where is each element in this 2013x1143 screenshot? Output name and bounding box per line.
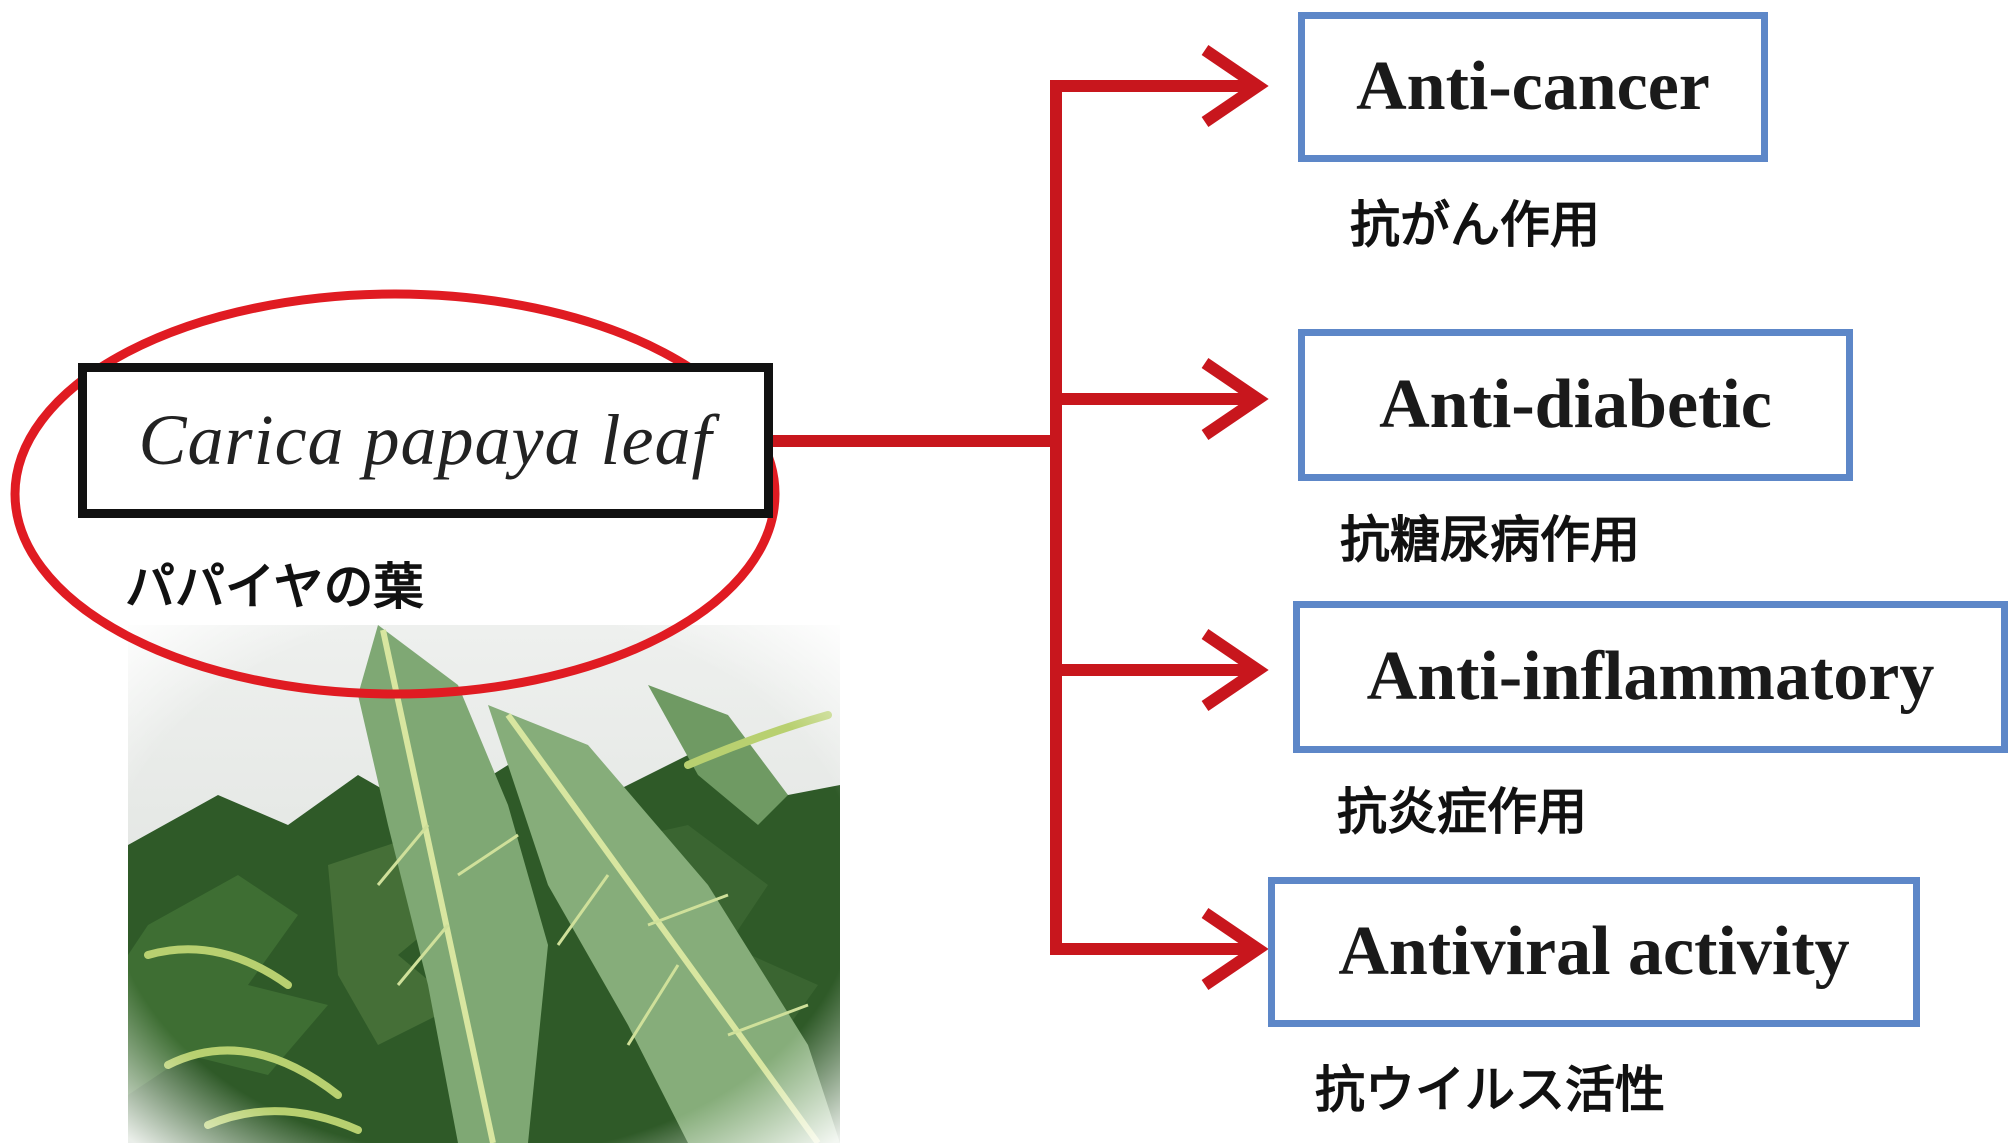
effect-label-ja-anti-inflammatory: 抗炎症作用 [1337,783,1587,841]
effect-label-ja-anti-diabetic: 抗糖尿病作用 [1340,511,1640,569]
source-label-ja: パパイヤの葉 [125,558,424,616]
arrowhead-anti-cancer [1201,45,1269,127]
arrowhead-antiviral [1201,908,1269,990]
source-box: Carica papaya leaf [78,363,773,518]
effect-label-ja-antiviral: 抗ウイルス活性 [1315,1061,1665,1119]
source-label: Carica papaya leaf [138,400,713,480]
effect-box-antiviral: Antiviral activity [1268,877,1920,1027]
papaya-leaves-photo [128,625,840,1143]
effect-label-antiviral: Antiviral activity [1338,913,1850,990]
effect-label-ja-anti-cancer: 抗がん作用 [1350,196,1600,254]
arrowhead-anti-diabetic [1201,358,1269,440]
effect-label-anti-inflammatory: Anti-inflammatory [1366,638,1935,715]
effect-box-anti-diabetic: Anti-diabetic [1298,329,1853,481]
effect-box-anti-cancer: Anti-cancer [1298,12,1768,162]
highlight-ellipse [10,289,780,699]
effect-label-anti-cancer: Anti-cancer [1356,48,1710,125]
effect-box-anti-inflammatory: Anti-inflammatory [1293,601,2008,753]
effect-label-anti-diabetic: Anti-diabetic [1379,366,1772,443]
arrowhead-anti-inflammatory [1201,629,1269,711]
